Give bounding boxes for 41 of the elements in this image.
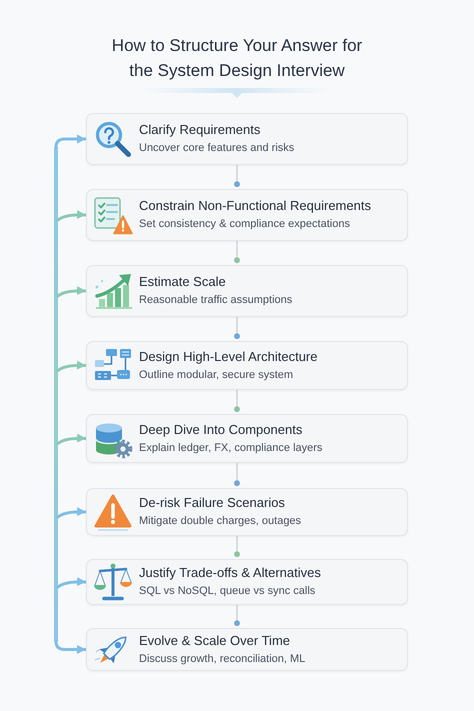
step-title: Constrain Non-Functional Requirements — [139, 198, 371, 214]
title: How to Structure Your Answer for the System Design Interview — [110, 35, 364, 82]
connector-line — [234, 463, 240, 488]
step-description: Outline modular, secure system — [139, 368, 294, 382]
step-title: Evolve & Scale Over Time — [139, 632, 290, 648]
connector-line — [234, 536, 240, 559]
connector-line — [234, 165, 240, 189]
step-description: Set consistency & compliance expectations — [139, 217, 350, 232]
step-card — [86, 628, 408, 671]
arrow — [56, 286, 88, 298]
step-title: Estimate Scale — [139, 274, 226, 290]
step-description: SQL vs NoSQL, queue vs sync calls — [139, 584, 316, 599]
arrow — [56, 507, 88, 518]
step-card — [86, 265, 408, 317]
arrow — [56, 210, 88, 222]
arrow — [54, 134, 88, 148]
step-card — [86, 488, 408, 536]
arrow — [56, 434, 88, 445]
arrow — [56, 577, 88, 588]
step-title: Deep Dive Into Components — [139, 422, 302, 438]
step-title: Clarify Requirements — [139, 122, 260, 138]
arrow — [56, 360, 88, 372]
step-description: Reasonable traffic assumptions — [139, 293, 292, 308]
step-title: De-risk Failure Scenarios — [139, 495, 285, 511]
step-card — [86, 414, 408, 463]
connector-line — [234, 241, 240, 265]
step-description: Explain ledger, FX, compliance layers — [139, 440, 322, 456]
connector-line — [234, 317, 240, 341]
loop-line — [54, 147, 58, 642]
step-card — [86, 189, 408, 241]
step-card — [86, 341, 408, 390]
step-title: Justify Trade-offs & Alternatives — [139, 565, 321, 581]
connector-line — [234, 605, 240, 628]
arrow — [54, 640, 88, 654]
step-description: Uncover core features and risks — [139, 141, 294, 156]
step-title: Design High-Level Architecture — [139, 348, 318, 364]
step-card — [86, 113, 408, 165]
connector-line — [234, 390, 240, 414]
step-description: Mitigate double charges, outages — [139, 514, 302, 529]
step-description: Discuss growth, reconciliation, ML — [139, 652, 306, 666]
step-card — [86, 559, 408, 605]
